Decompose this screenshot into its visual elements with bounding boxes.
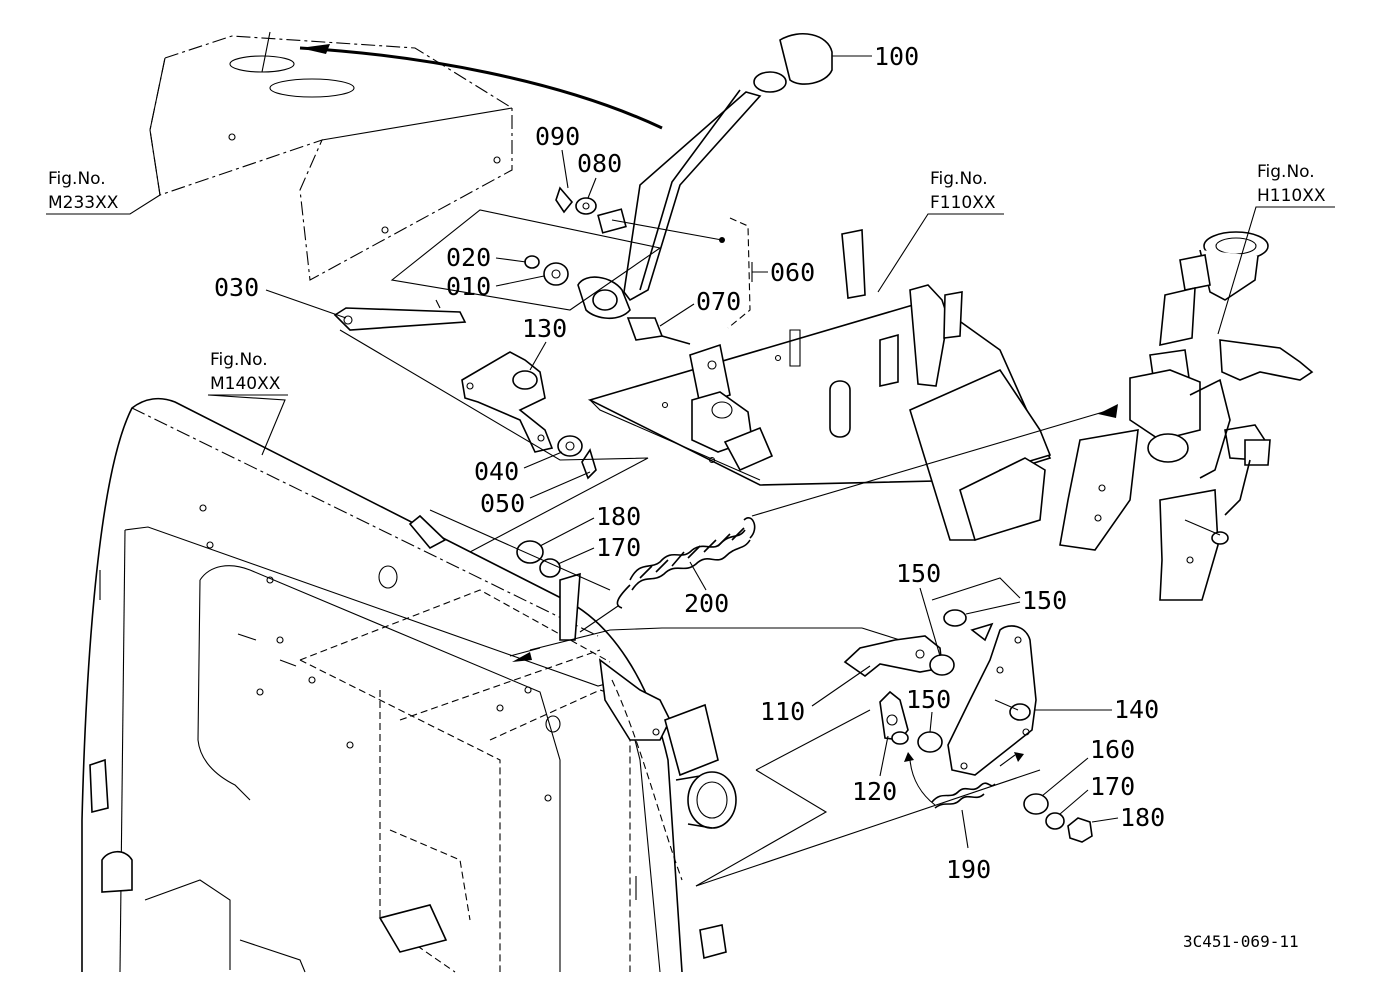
callout-150-top: 150: [896, 559, 941, 657]
part-number: 180: [1120, 803, 1165, 832]
callout-080: 080: [577, 149, 622, 199]
right-assembly-drawing: [1059, 231, 1314, 601]
part-number: 110: [760, 697, 805, 726]
fig-code: H110XX: [1257, 186, 1326, 206]
part-number: 150: [906, 685, 951, 714]
part-number: 030: [214, 273, 259, 302]
shaft-bracket-drawing: [509, 572, 901, 881]
callout-130: 130: [522, 314, 567, 371]
spring-200-drawing: [429, 409, 1111, 633]
callout-060: 060: [751, 258, 815, 287]
part-number: 010: [446, 272, 491, 301]
lower-right-parts-drawing: [695, 577, 1093, 887]
part-number: 140: [1114, 695, 1159, 724]
callout-200: 200: [684, 561, 729, 618]
callout-020: 020: [446, 243, 527, 272]
small-parts-upper: [333, 186, 597, 331]
base-plate-drawing: [587, 229, 1052, 542]
part-number: 090: [535, 122, 580, 151]
callout-160: 160: [1041, 735, 1135, 797]
callout-100: 100: [832, 42, 919, 71]
callout-030: 030: [214, 273, 347, 319]
part-number: 040: [474, 457, 519, 486]
callout-170-lower: 170: [1059, 772, 1135, 815]
part-number: 170: [596, 533, 641, 562]
callout-190: 190: [946, 809, 991, 884]
fig-title: Fig.No.: [1257, 162, 1315, 182]
part-number: 020: [446, 243, 491, 272]
part-number: 170: [1090, 772, 1135, 801]
part-number: 180: [596, 502, 641, 531]
part-number: 050: [480, 489, 525, 518]
cover-panel-drawing: [149, 31, 663, 281]
callout-110: 110: [760, 665, 871, 726]
fig-code: M140XX: [210, 374, 281, 394]
frame-panel-drawing: [81, 397, 727, 973]
callout-140: 140: [1034, 695, 1159, 724]
figure-ref-m233: Fig.No. M233XX: [46, 169, 161, 215]
part-number: 200: [684, 589, 729, 618]
callout-150-mid: 150: [906, 685, 951, 733]
part-number: 160: [1090, 735, 1135, 764]
fig-title: Fig.No.: [48, 169, 106, 189]
callout-120: 120: [852, 735, 897, 806]
callout-170-upper: 170: [557, 533, 641, 565]
part-number: 190: [946, 855, 991, 884]
part-number: 120: [852, 777, 897, 806]
part-number: 100: [874, 42, 919, 71]
callout-050: 050: [480, 471, 591, 518]
fig-title: Fig.No.: [210, 350, 268, 370]
callout-010: 010: [446, 272, 545, 301]
part-number: 130: [522, 314, 567, 343]
part-number: 070: [696, 287, 741, 316]
callout-180-lower: 180: [1091, 803, 1165, 832]
drawing-code: 3C451-069-11: [1183, 932, 1299, 951]
part-number: 060: [770, 258, 815, 287]
fig-code: F110XX: [930, 193, 996, 213]
figure-ref-h110: Fig.No. H110XX: [1217, 162, 1335, 335]
callout-150-right: 150: [965, 586, 1067, 615]
bracket-130-drawing: [339, 329, 649, 553]
fig-title: Fig.No.: [930, 169, 988, 189]
callout-090: 090: [535, 122, 580, 189]
callout-040: 040: [474, 451, 563, 486]
callout-180-upper: 180: [539, 502, 641, 547]
figure-ref-f110: Fig.No. F110XX: [877, 169, 1004, 293]
fig-code: M233XX: [48, 193, 119, 213]
shift-lever-drawing: [390, 32, 833, 345]
part-number: 080: [577, 149, 622, 178]
part-number: 150: [896, 559, 941, 588]
part-number: 150: [1022, 586, 1067, 615]
figure-ref-m140: Fig.No. M140XX: [207, 350, 288, 456]
callout-070: 070: [659, 287, 741, 327]
